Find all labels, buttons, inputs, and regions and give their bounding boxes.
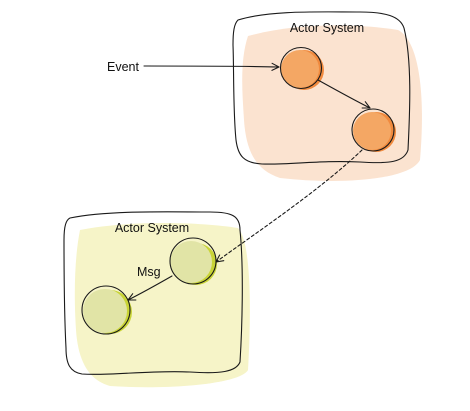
event-arrow <box>143 62 280 71</box>
remote-message-arrow <box>215 149 363 263</box>
edges: Event Msg <box>107 60 371 301</box>
actor-system-top-shadow <box>242 25 422 181</box>
msg-label: Msg <box>137 265 161 279</box>
actor-bottom-1-body <box>170 241 212 283</box>
actor-system-top: Actor System <box>232 11 422 181</box>
actor-top-2-body <box>353 112 391 150</box>
actor-bottom-2 <box>81 285 132 335</box>
actor-system-top-label: Actor System <box>290 21 364 35</box>
msg-arrow <box>127 275 173 301</box>
actor-bottom-1 <box>169 237 217 285</box>
actor-system-bottom: Actor System <box>63 211 250 388</box>
actor-top-2-outline <box>351 108 395 152</box>
actor-bottom-2-body <box>83 289 127 333</box>
event-label: Event <box>107 60 139 74</box>
actor1-to-actor2-arrow <box>317 79 371 109</box>
actor-system-bottom-border <box>63 211 243 375</box>
actor-system-top-border <box>232 11 411 165</box>
actor-top-1-outline <box>279 46 323 90</box>
actor-top-1 <box>279 46 324 90</box>
actor-bottom-2-outline <box>81 285 131 335</box>
actor-system-bottom-label: Actor System <box>115 221 189 235</box>
actor-top-1-body <box>281 50 319 88</box>
actor-top-2 <box>351 108 396 152</box>
